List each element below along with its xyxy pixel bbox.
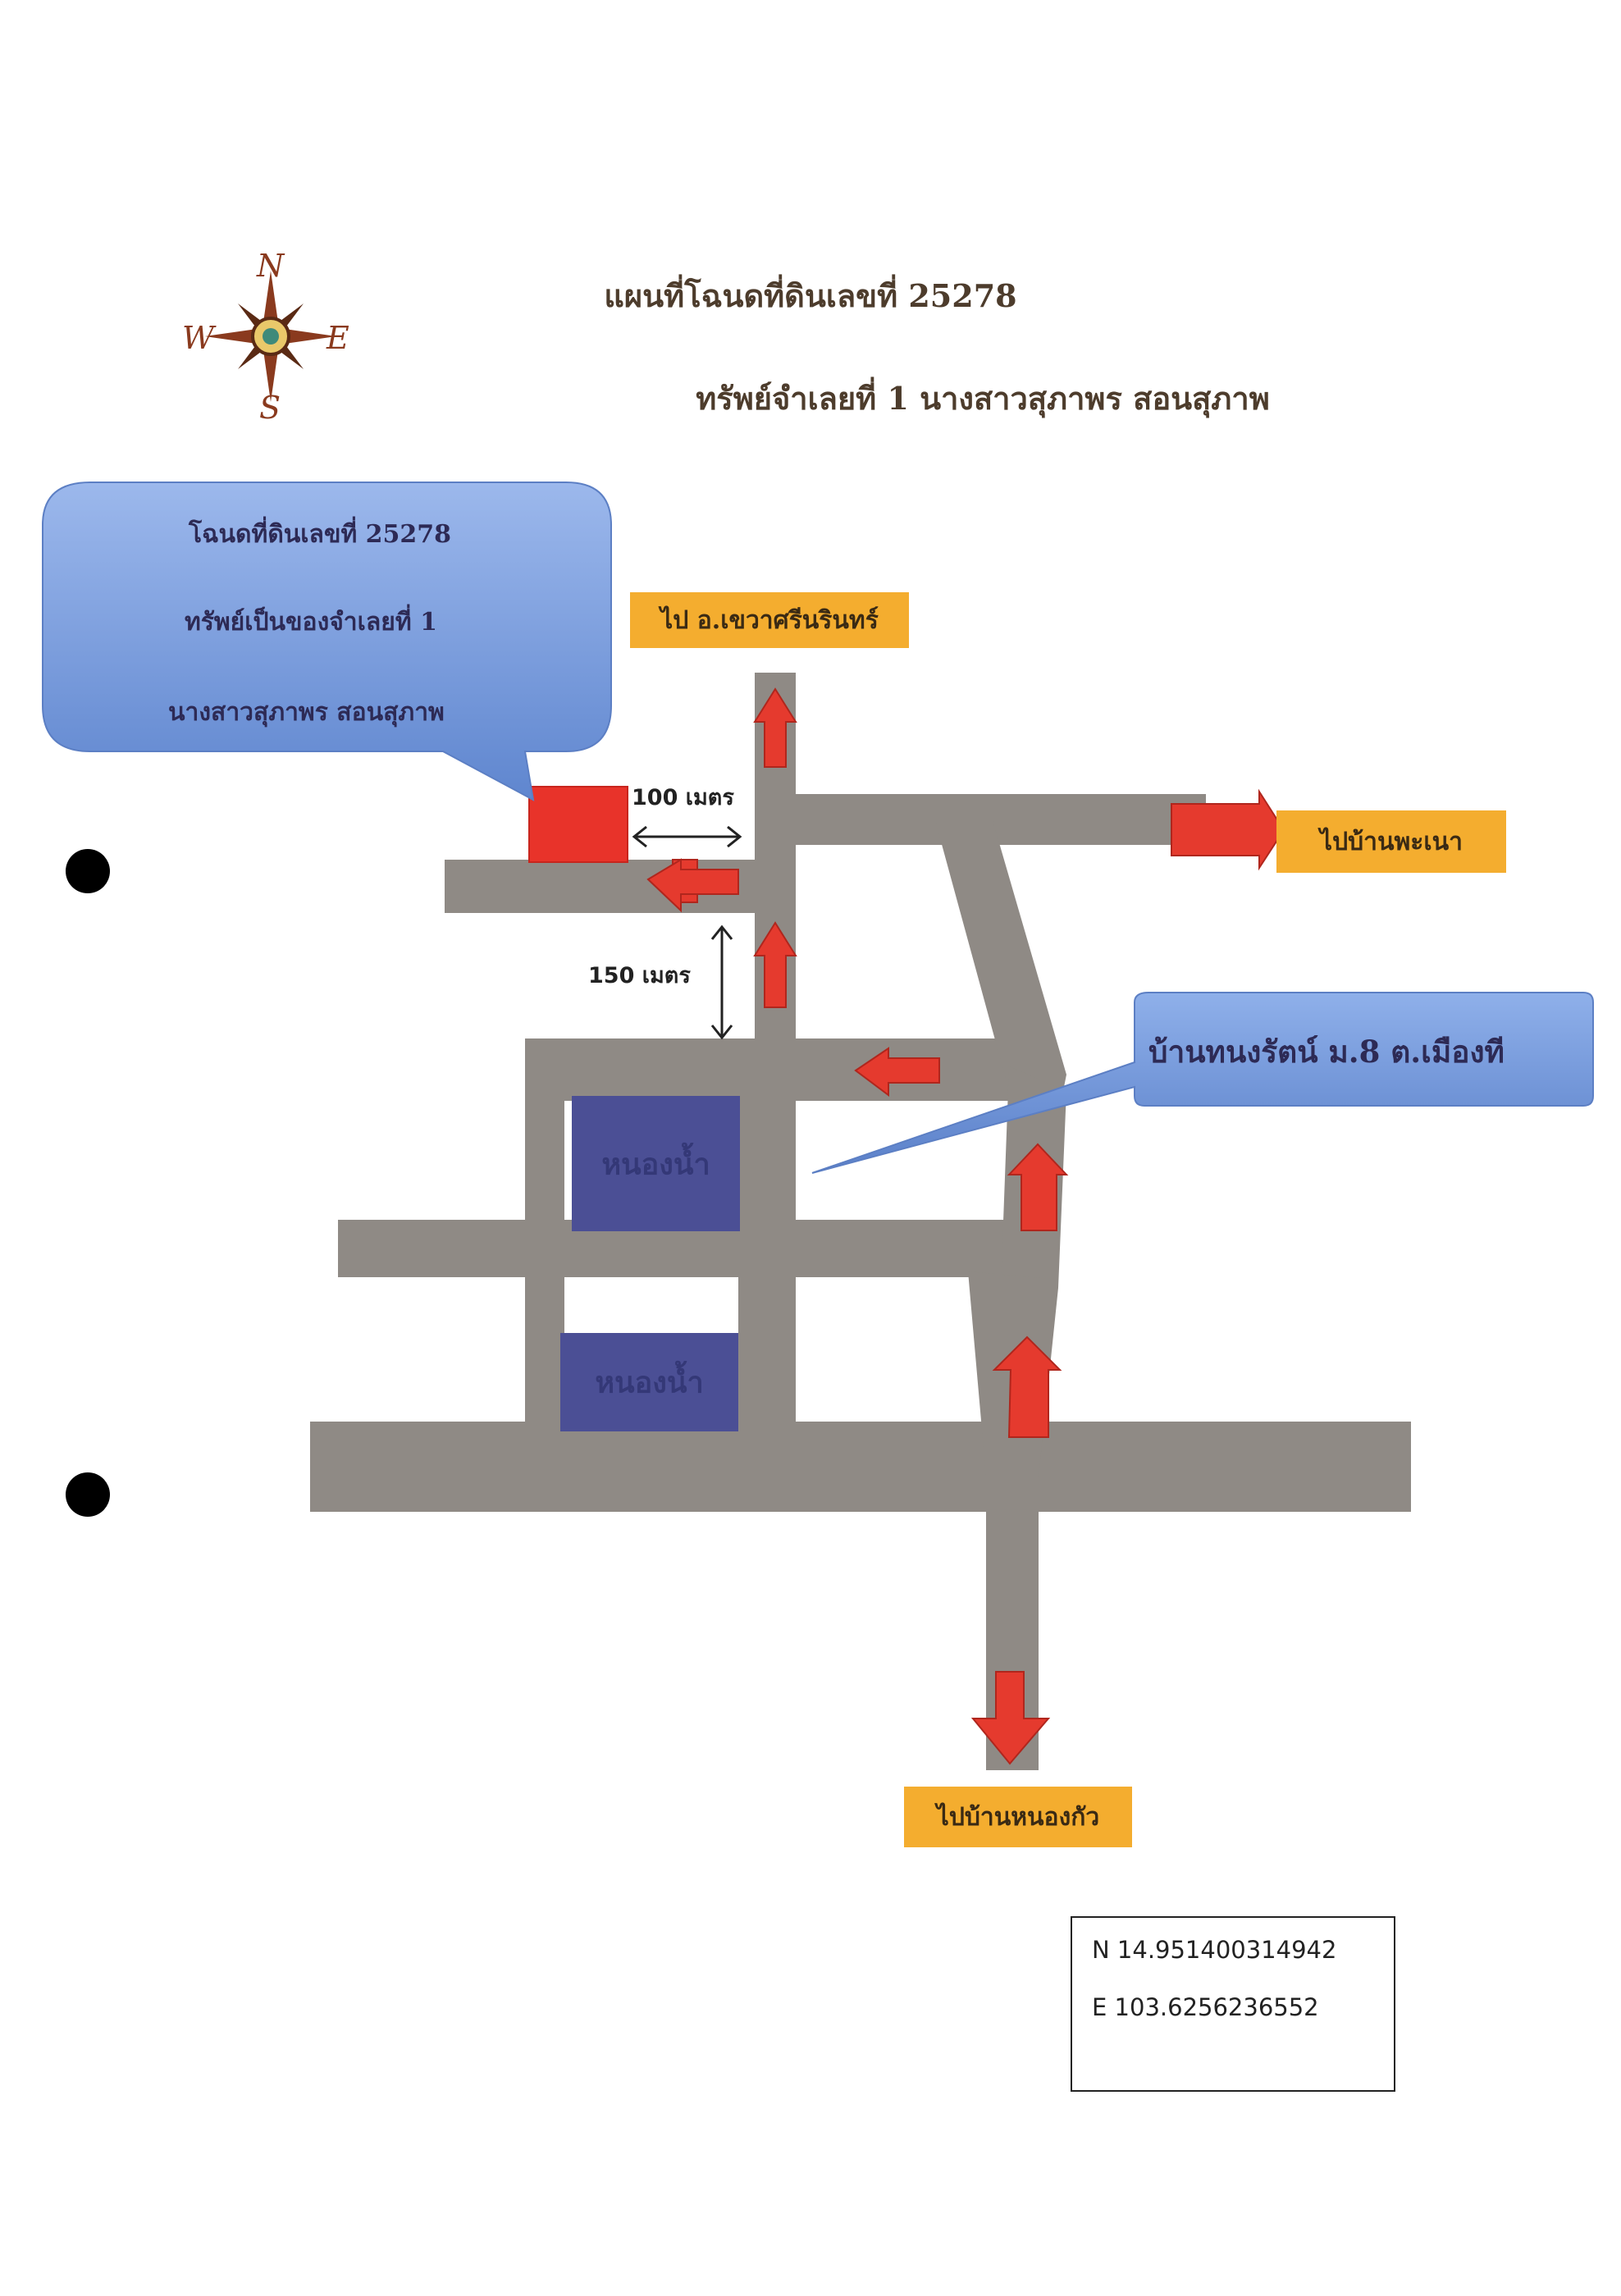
compass-west-label: W <box>182 320 215 356</box>
village-callout-label: บ้านทนงรัตน์ ม.8 ต.เมืองที <box>1148 1034 1505 1070</box>
map-title: แผนที่โฉนดที่ดินเลขที่ 25278 <box>604 277 1017 314</box>
compass-north-label: N <box>257 248 285 284</box>
road-south <box>986 1460 1039 1770</box>
pond-upper-label: หนองน้ำ <box>601 1147 710 1181</box>
coordinate-east: E 103.6256236552 <box>1092 1993 1319 2021</box>
road-top-east <box>755 794 1206 845</box>
coordinate-north: N 14.951400314942 <box>1092 1936 1337 1964</box>
map-subtitle: ทรัพย์จำเลยที่ 1 นางสาวสุภาพร สอนสุภาพ <box>696 380 1270 417</box>
road-cross-2 <box>310 1422 1411 1512</box>
plot-callout-line3: นางสาวสุภาพร สอนสุภาพ <box>168 698 445 727</box>
pond-lower-label: หนองน้ำ <box>595 1365 704 1400</box>
destination-east-tag: ไปบ้านพะเนา <box>1276 810 1506 873</box>
arrow-up-icon <box>1007 1143 1069 1231</box>
plot-callout-line2: ทรัพย์เป็นของจำเลยที่ 1 <box>185 608 437 637</box>
destination-north-tag: ไป อ.เขวาศรีนรินทร์ <box>630 592 909 648</box>
gps-coordinates-box: N 14.951400314942 E 103.6256236552 <box>1071 1916 1395 2092</box>
destination-south-tag: ไปบ้านหนองกัว <box>904 1787 1132 1847</box>
plot-callout-line1: โฉนดที่ดินเลขที่ 25278 <box>189 520 452 549</box>
road-west-plot <box>445 860 796 913</box>
compass-south-label: S <box>259 390 281 426</box>
pond-upper: หนองน้ำ <box>572 1096 740 1231</box>
land-plot-marker <box>528 786 628 863</box>
punch-hole-top <box>66 849 110 893</box>
distance-label-horizontal: 100 เมตร <box>632 785 734 810</box>
distance-label-vertical: 150 เมตร <box>588 963 691 988</box>
road-vertical-center <box>738 1038 796 1465</box>
punch-hole-bottom <box>66 1472 110 1517</box>
compass-east-label: E <box>326 320 349 356</box>
pond-lower: หนองน้ำ <box>560 1333 738 1431</box>
